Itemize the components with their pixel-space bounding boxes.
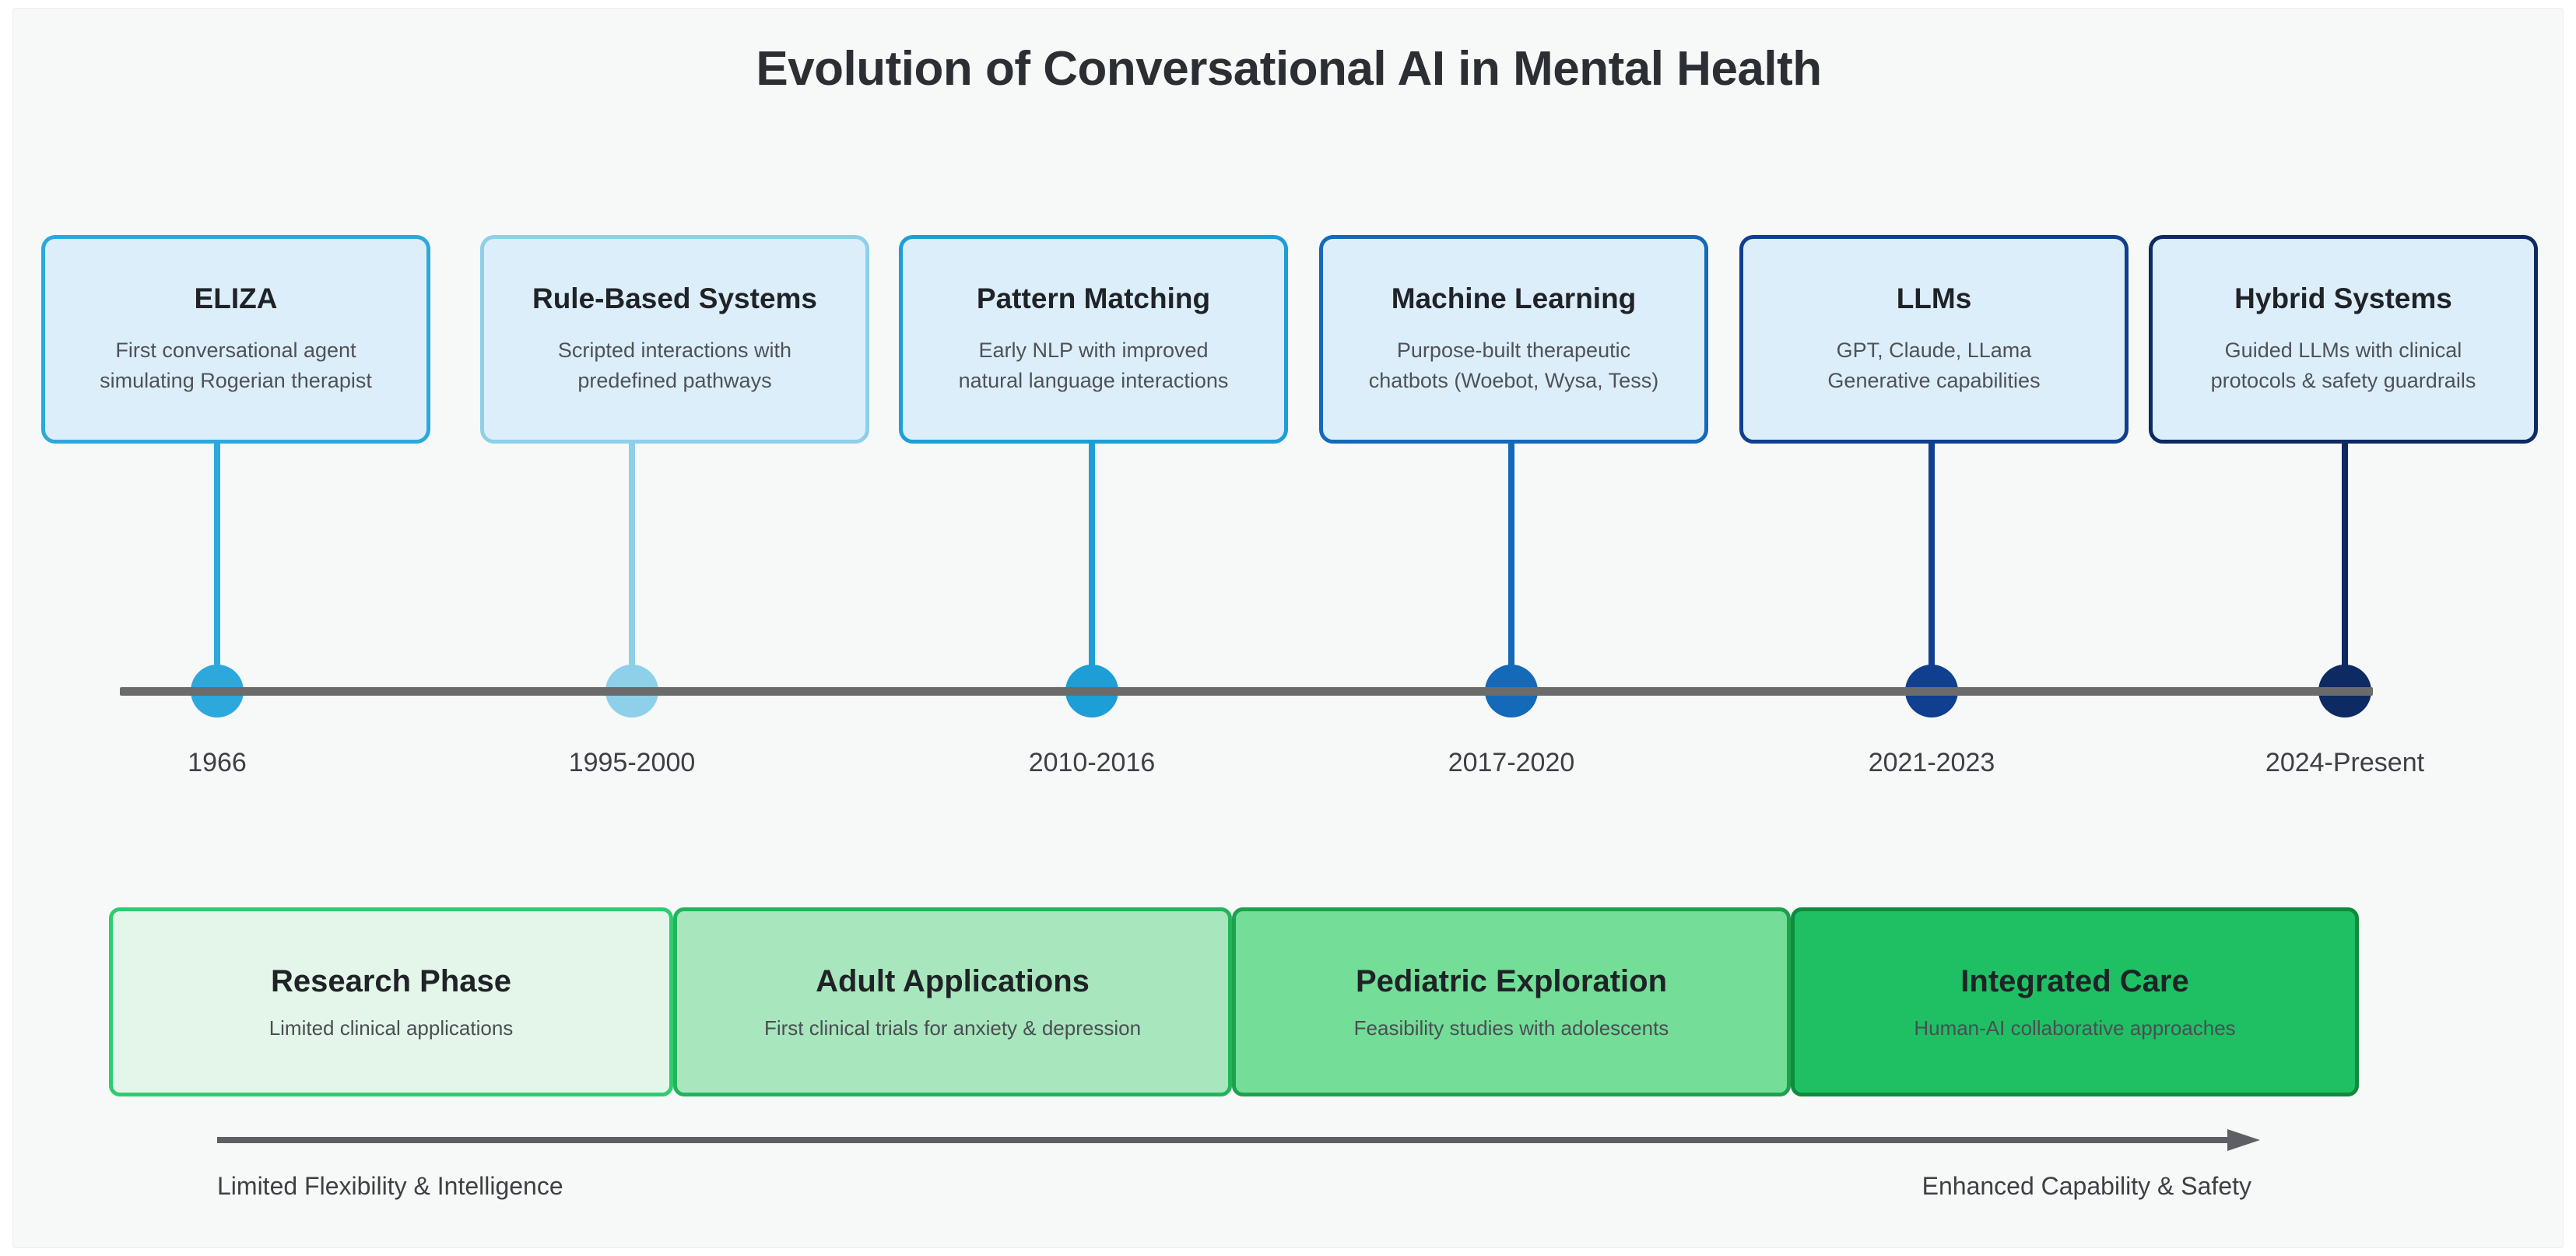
timeline-date-label: 2017-2020 bbox=[1448, 748, 1575, 777]
era-card-description-line1: GPT, Claude, LLama bbox=[1836, 339, 2032, 363]
timeline-layer: ELIZA First conversational agent simulatin… bbox=[13, 9, 2564, 1249]
era-card-description-line2: simulating Rogerian therapist bbox=[100, 369, 372, 393]
phase-description: First clinical trials for anxiety & depr… bbox=[763, 1016, 1142, 1040]
era-card-description-line1: Early NLP with improved bbox=[978, 339, 1209, 363]
phase-title: Pediatric Exploration bbox=[1355, 963, 1668, 998]
diagram-canvas: Evolution of Conversational AI in Mental… bbox=[12, 8, 2564, 1248]
era-card-description-line2: predefined pathways bbox=[577, 369, 772, 393]
phase-description: Limited clinical applications bbox=[268, 1016, 514, 1040]
progression-arrow bbox=[217, 1129, 2260, 1151]
timeline-date-label: 1966 bbox=[188, 748, 247, 777]
timeline-date-label: 2024-Present bbox=[2265, 748, 2425, 777]
page-title: Evolution of Conversational AI in Mental… bbox=[756, 42, 1822, 96]
era-connector-line bbox=[214, 444, 220, 677]
era-card-description-line1: First conversational agent bbox=[115, 339, 356, 363]
era-card-title: Machine Learning bbox=[1391, 282, 1637, 314]
era-connector-line bbox=[2342, 444, 2348, 677]
era-connector-line bbox=[1928, 444, 1935, 677]
era-card-title: Pattern Matching bbox=[976, 282, 1211, 314]
era-card-description-line1: Scripted interactions with bbox=[557, 339, 792, 363]
phase-title: Integrated Care bbox=[1960, 963, 2189, 998]
phase-description: Human-AI collaborative approaches bbox=[1914, 1016, 2236, 1040]
phase-title: Adult Applications bbox=[816, 963, 1090, 998]
era-card-description-line1: Guided LLMs with clinical bbox=[2224, 339, 2462, 363]
era-card-description-line2: protocols & safety guardrails bbox=[2210, 369, 2476, 393]
era-connector-line bbox=[1508, 444, 1514, 677]
progression-left-label: Limited Flexibility & Intelligence bbox=[217, 1172, 563, 1200]
phase-description: Feasibility studies with adolescents bbox=[1353, 1016, 1669, 1040]
arrow-shaft bbox=[217, 1137, 2229, 1143]
timeline-date-label: 1995-2000 bbox=[568, 748, 696, 777]
era-card-description-line2: natural language interactions bbox=[958, 369, 1229, 393]
timeline-date-label: 2010-2016 bbox=[1028, 748, 1156, 777]
era-connector-line bbox=[1089, 444, 1095, 677]
era-card-description-line2: chatbots (Woebot, Wysa, Tess) bbox=[1368, 369, 1659, 393]
era-card-title: Rule-Based Systems bbox=[532, 282, 818, 314]
era-card[interactable]: ELIZA First conversational agent simulatin… bbox=[41, 235, 430, 444]
era-connector-line bbox=[629, 444, 635, 677]
timeline-date-label: 2021-2023 bbox=[1868, 748, 1995, 777]
era-card-title: ELIZA bbox=[194, 282, 278, 314]
arrow-head-icon bbox=[2227, 1129, 2260, 1151]
timeline-axis bbox=[120, 687, 2373, 696]
progression-right-label: Enhanced Capability & Safety bbox=[1921, 1172, 2251, 1200]
era-card-description-line1: Purpose-built therapeutic bbox=[1396, 339, 1631, 363]
era-card-description-line2: Generative capabilities bbox=[1827, 369, 2041, 393]
era-card-title: LLMs bbox=[1896, 282, 1972, 314]
phase-title: Research Phase bbox=[270, 963, 512, 998]
era-card-title: Hybrid Systems bbox=[2234, 282, 2452, 314]
